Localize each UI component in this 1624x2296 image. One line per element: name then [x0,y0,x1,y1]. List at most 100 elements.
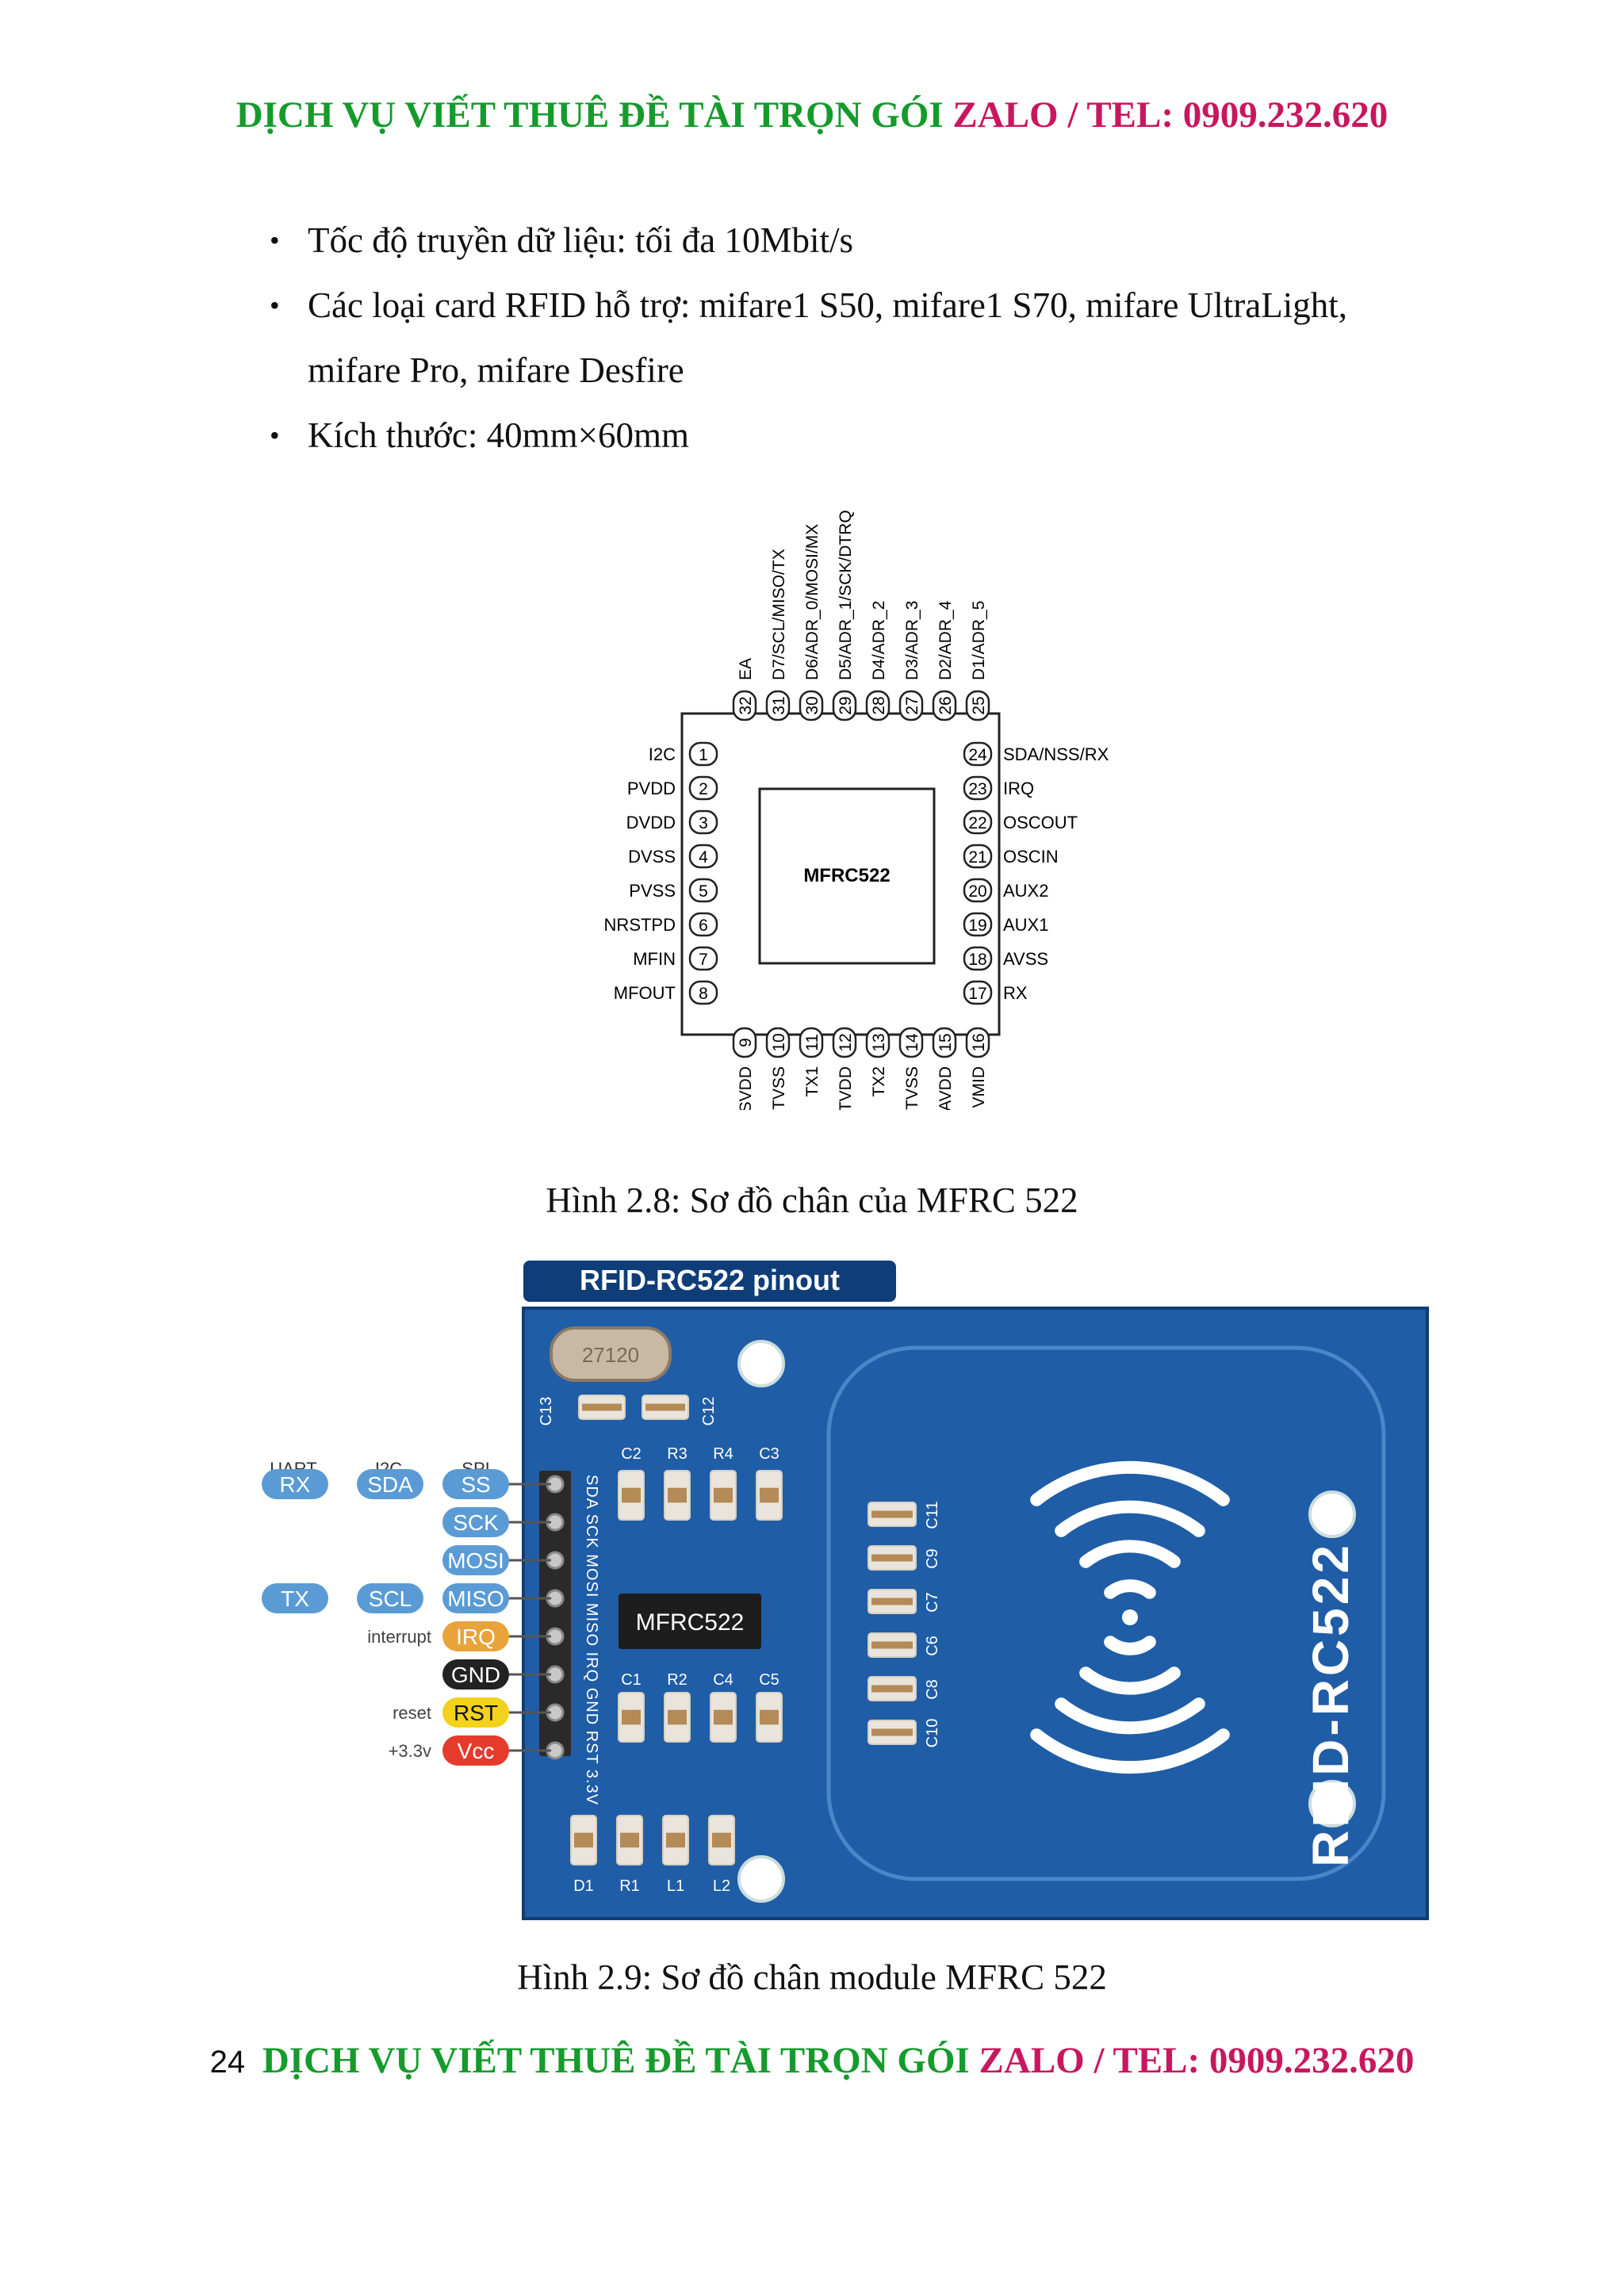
pin-number: 18 [968,951,986,969]
rfid-wave-arc [1079,1540,1181,1568]
pin-pad [963,775,993,801]
mounting-hole [737,1855,785,1903]
component-label: C5 [759,1671,779,1689]
pin-name: I2C [649,744,676,764]
chip-die [758,787,936,965]
pin-pad [765,690,791,721]
rfid-wave-arc [1030,1728,1230,1774]
mounting-hole [1308,1780,1356,1827]
pin-number: 31 [770,696,788,714]
pin-pad [688,741,718,767]
pin-pad [898,690,924,721]
pin-name: RX [1003,983,1028,1003]
component-label: C7 [924,1592,941,1613]
pin-number: 14 [903,1033,921,1052]
pin-pad [688,775,718,801]
pin-name: D1/ADR_5 [970,601,988,680]
pin-name: VMID [970,1066,988,1108]
pin-pad [963,878,993,903]
alt-pin-label: TX [281,1586,309,1611]
crystal-label: 27120 [582,1343,639,1367]
pin-number: 32 [737,696,755,714]
smd-component-body [622,1709,641,1725]
pin-pill [442,1469,509,1499]
pin-pad [965,1027,990,1058]
capacitor-body [871,1641,913,1649]
component-label: C6 [924,1636,941,1656]
pin-name: D6/ADR_0/MOSI/MX [803,524,822,680]
pin-pill [442,1507,509,1537]
pin-number: 5 [699,882,708,901]
pin-number: 29 [837,696,855,714]
pin-number: 16 [970,1033,988,1051]
alt-pin-label: SCL [369,1586,412,1611]
pin-pad [963,946,993,971]
pin-number: 23 [968,780,986,798]
pin-number: 21 [968,848,986,867]
header-service-text: DỊCH VỤ VIẾT THUÊ ĐỀ TÀI TRỌN GÓI [236,94,944,136]
component-label: D1 [573,1877,594,1895]
pin-name: MFIN [633,949,676,969]
spec-bullet-list: Tốc độ truyền dữ liệu: tối đa 10Mbit/s C… [270,208,1459,468]
pin-pad [865,1027,891,1058]
pin-name: EA [737,658,755,680]
pin-name: AVSS [1003,949,1048,969]
pin-pad [965,690,990,721]
pin-pill [442,1545,509,1575]
pin-pad [688,844,718,869]
pin-name: D5/ADR_1/SCK/DTRQ [837,510,855,680]
smd-component-body [622,1487,641,1503]
pin-name: D3/ADR_3 [903,601,921,680]
pin-pad [832,1027,857,1058]
pin-name: AUX1 [1003,915,1048,935]
alt-pin-label: SDA [367,1472,413,1497]
mounting-hole [737,1340,785,1387]
rfid-wave-arc [1104,1636,1156,1655]
pin-pad [799,1027,824,1058]
pin-number: 13 [870,1033,888,1051]
pin-number: 8 [699,985,708,1003]
component-label: C13 [538,1397,555,1426]
rc522-module-illustration: RFID-RC522 pinout RFID-RC522 27120 MFRC5… [262,1261,1429,1920]
component-label: C3 [759,1445,779,1463]
pin-note: reset [393,1703,431,1723]
pin-name: PVDD [627,779,676,798]
pin-number: 20 [968,882,986,901]
pin-label: SCK [453,1510,499,1535]
pin-name: TX1 [803,1066,822,1097]
pin-pad [688,980,718,1005]
header-contact-text: ZALO / TEL: 0909.232.620 [952,94,1388,136]
pin-number: 24 [968,746,987,764]
smd-component-body [666,1832,685,1848]
pin-pad [688,912,718,937]
pin-pill [442,1735,509,1766]
pin-pad [688,809,718,835]
pin-name: MFOUT [614,983,676,1003]
pin-pad [732,1027,757,1058]
pin-number: 17 [968,985,986,1003]
module-chip-label: MFRC522 [636,1609,745,1636]
pin-name: IRQ [1003,779,1034,798]
pin-name: D2/ADR_4 [936,600,955,680]
capacitor-body [871,1554,913,1562]
pin-name: DVSS [628,847,676,867]
component-label: C8 [924,1679,941,1700]
pin-pad [688,946,718,971]
module-title: RFID-RC522 pinout [580,1264,840,1296]
pin-number: 7 [699,951,708,969]
chip-label: MFRC522 [803,865,890,886]
pin-name: OSCOUT [1003,813,1078,832]
pin-name: DVDD [626,813,676,832]
pin-pad [898,1027,924,1058]
component-label: R4 [713,1445,733,1463]
pin-name: SVDD [737,1066,755,1110]
component-label: R2 [667,1671,688,1689]
pin-pad [865,690,891,721]
pin-label: IRQ [456,1624,496,1649]
pin-name: D7/SCL/MISO/TX [770,549,788,680]
pin-pad [963,844,993,869]
smd-component-body [712,1832,731,1848]
bullet-item-continuation: mifare Pro, mifare Desfire [308,350,684,390]
header-silkscreen: SDA SCK MOSI MISO IRQ GND RST 3.3V [583,1475,600,1805]
pin-label: MISO [447,1586,504,1611]
